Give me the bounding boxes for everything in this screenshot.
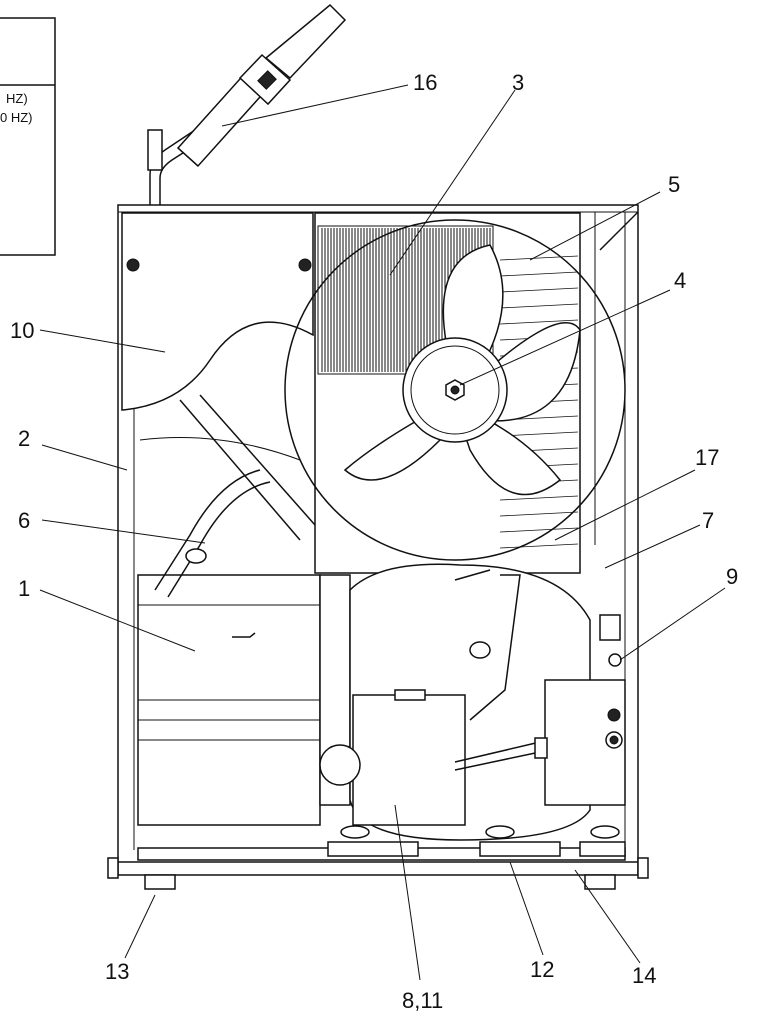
callout-9: 9: [726, 564, 738, 589]
legend-box: HZ) 0 HZ): [0, 17, 56, 256]
leader-lines: [39, 84, 726, 981]
control-box-10: [121, 212, 314, 411]
callout-17: 17: [695, 445, 719, 470]
tube-assembly: [147, 3, 347, 205]
rubber-feet-12: [327, 825, 626, 857]
callout-12: 12: [530, 957, 554, 982]
callout-7: 7: [702, 508, 714, 533]
fan-motor-4: [402, 337, 508, 443]
callouts: 16 3 5 4 10 2 6 17 7 9 1 13 8,11 12 14: [10, 70, 738, 1013]
callout-5: 5: [668, 172, 680, 197]
legend-text-1: HZ): [6, 91, 28, 106]
callout-8-11: 8,11: [402, 988, 443, 1013]
electrical-box-9: [454, 614, 626, 806]
tube-6: [154, 469, 271, 598]
callout-10: 10: [10, 318, 34, 343]
callout-13: 13: [105, 959, 129, 984]
probe-16: [176, 3, 347, 168]
leg-13: [144, 874, 616, 890]
callout-1: 1: [18, 576, 30, 601]
callout-4: 4: [674, 268, 686, 293]
callout-14: 14: [632, 963, 656, 988]
callout-6: 6: [18, 508, 30, 533]
callout-16: 16: [413, 70, 437, 95]
callout-2: 2: [18, 426, 30, 451]
legend-text-2: 0 HZ): [0, 110, 33, 125]
evaporator-1: [137, 574, 321, 826]
fan-blade-5: [343, 244, 581, 496]
callout-3: 3: [512, 70, 524, 95]
